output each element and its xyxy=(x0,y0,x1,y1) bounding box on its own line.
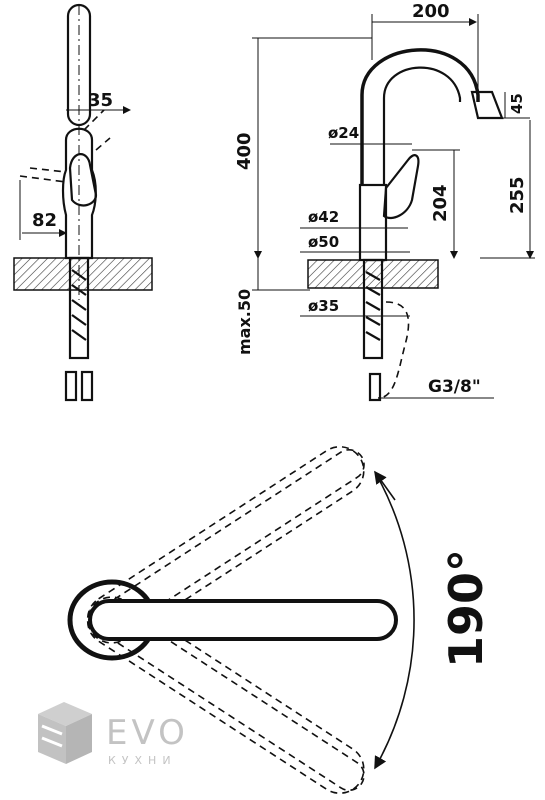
dim-head-45: 45 xyxy=(508,93,526,114)
dim-outlet-255: 255 xyxy=(507,176,528,214)
dim-thread: G3/8" xyxy=(428,377,481,397)
swivel-position-lower xyxy=(86,596,365,795)
front-shank xyxy=(362,258,384,360)
side-lever-lowered xyxy=(19,167,67,183)
side-lever xyxy=(68,153,98,207)
dim-side-35: 35 xyxy=(88,90,113,111)
evo-logo: EVO КУХНИ xyxy=(38,702,189,767)
top-view: 190° xyxy=(67,445,493,795)
logo-subtitle: КУХНИ xyxy=(108,754,177,767)
swivel-position-upper xyxy=(86,445,365,644)
dim-max-50: max.50 xyxy=(235,289,254,355)
side-lever-raised xyxy=(83,109,111,151)
dim-shank-35: ø35 xyxy=(308,297,339,315)
dim-base-50: ø50 xyxy=(308,233,339,251)
front-hose-pattern xyxy=(365,271,381,341)
front-body xyxy=(358,183,388,262)
side-view: 35 82 xyxy=(13,3,153,402)
side-shank xyxy=(68,256,90,360)
front-view: 200 400 45 ø24 204 255 ø42 ø50 ø35 max.5… xyxy=(234,1,535,402)
countertop-right xyxy=(307,259,439,289)
swivel-arc xyxy=(374,471,415,770)
side-hose-pattern xyxy=(71,269,87,341)
side-hose-ends xyxy=(64,370,94,402)
gooseneck-spout xyxy=(360,48,480,185)
dim-spout-24: ø24 xyxy=(328,124,359,142)
dim-height-400: 400 xyxy=(234,132,255,170)
dim-width-200: 200 xyxy=(412,1,450,22)
countertop-left xyxy=(13,257,153,291)
front-lever xyxy=(382,154,420,220)
dim-base-42: ø42 xyxy=(308,208,339,226)
gooseneck-inner xyxy=(382,66,462,185)
dim-lever-204: 204 xyxy=(430,184,451,222)
front-hose-end xyxy=(368,372,382,402)
dim-side-82: 82 xyxy=(32,210,57,231)
swivel-arc-start xyxy=(374,470,396,501)
logo-brand: EVO xyxy=(106,713,189,753)
pullout-hose xyxy=(377,301,410,399)
swivel-angle-label: 190° xyxy=(439,549,493,668)
side-body xyxy=(61,127,97,260)
cube-logo-icon xyxy=(38,702,92,764)
top-spout xyxy=(88,599,398,641)
